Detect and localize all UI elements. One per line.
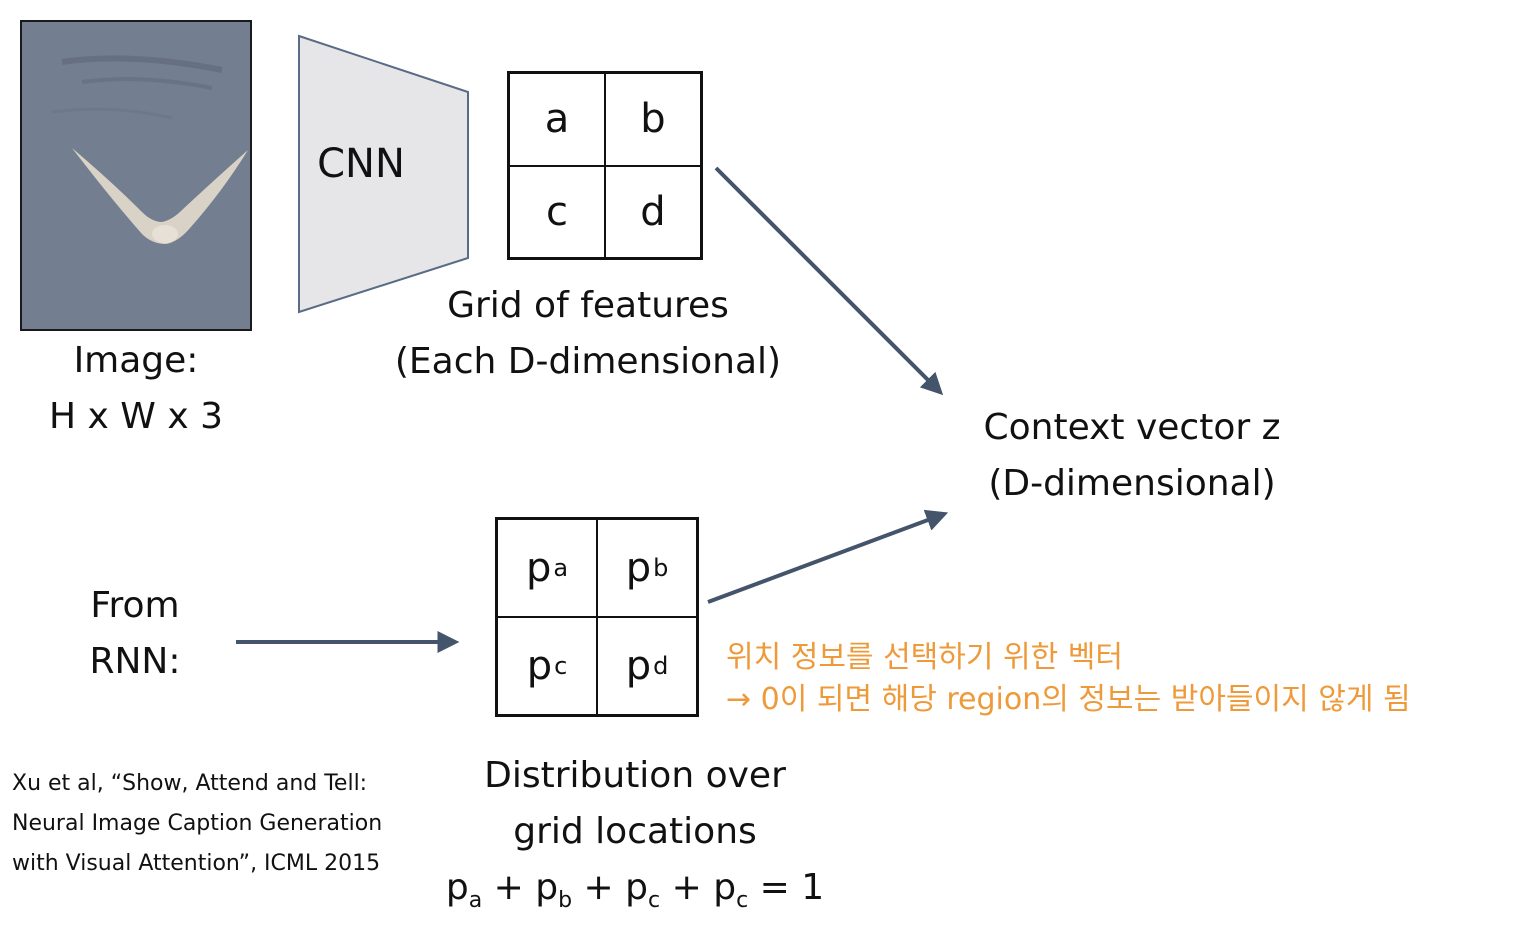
feature-grid-caption: Grid of features (Each D-dimensional) bbox=[378, 278, 798, 390]
seagull-image bbox=[22, 22, 250, 329]
context-vector-label: Context vector z (D-dimensional) bbox=[962, 400, 1302, 512]
citation-line1: Xu et al, “Show, Attend and Tell: bbox=[12, 771, 368, 796]
distribution-equation: pa + pb + pc + pc = 1 bbox=[445, 867, 825, 914]
citation: Xu et al, “Show, Attend and Tell: Neural… bbox=[12, 764, 382, 884]
feature-caption-line1: Grid of features bbox=[447, 285, 729, 326]
arrow-features-to-context bbox=[714, 166, 944, 396]
cnn-trapezoid bbox=[298, 34, 469, 314]
image-caption-line2: H x W x 3 bbox=[49, 396, 223, 437]
feature-caption-line2: (Each D-dimensional) bbox=[394, 341, 782, 382]
citation-line3: with Visual Attention”, ICML 2015 bbox=[12, 851, 381, 876]
citation-line2: Neural Image Caption Generation bbox=[12, 811, 383, 836]
context-line2: (D-dimensional) bbox=[988, 463, 1276, 504]
context-line1: Context vector z bbox=[983, 407, 1281, 448]
feature-cell-c: c bbox=[509, 165, 605, 258]
image-caption: Image: H x W x 3 bbox=[20, 333, 252, 445]
arrow-distribution-to-context bbox=[707, 509, 949, 604]
rnn-label: From RNN: bbox=[60, 578, 210, 690]
annotation-line2: → 0이 되면 해당 region의 정보는 받아들이지 않게 됨 bbox=[726, 682, 1411, 717]
image-caption-line1: Image: bbox=[73, 340, 199, 381]
input-image bbox=[20, 20, 252, 331]
distribution-caption-line1: Distribution over bbox=[484, 755, 786, 796]
distribution-caption-line2: grid locations bbox=[513, 811, 757, 852]
cnn-label: CNN bbox=[317, 141, 405, 187]
rnn-line2: RNN: bbox=[89, 641, 181, 682]
feature-cell-a: a bbox=[509, 73, 605, 166]
feature-cell-b: b bbox=[605, 73, 701, 166]
korean-annotation: 위치 정보를 선택하기 위한 벡터 → 0이 되면 해당 region의 정보는… bbox=[726, 637, 1411, 721]
feature-cell-d: d bbox=[605, 165, 701, 258]
rnn-line1: From bbox=[90, 585, 180, 626]
distribution-caption: Distribution over grid locations pa + pb… bbox=[430, 748, 840, 929]
feature-grid: a b c d bbox=[507, 71, 703, 260]
annotation-line1: 위치 정보를 선택하기 위한 벡터 bbox=[726, 640, 1123, 675]
